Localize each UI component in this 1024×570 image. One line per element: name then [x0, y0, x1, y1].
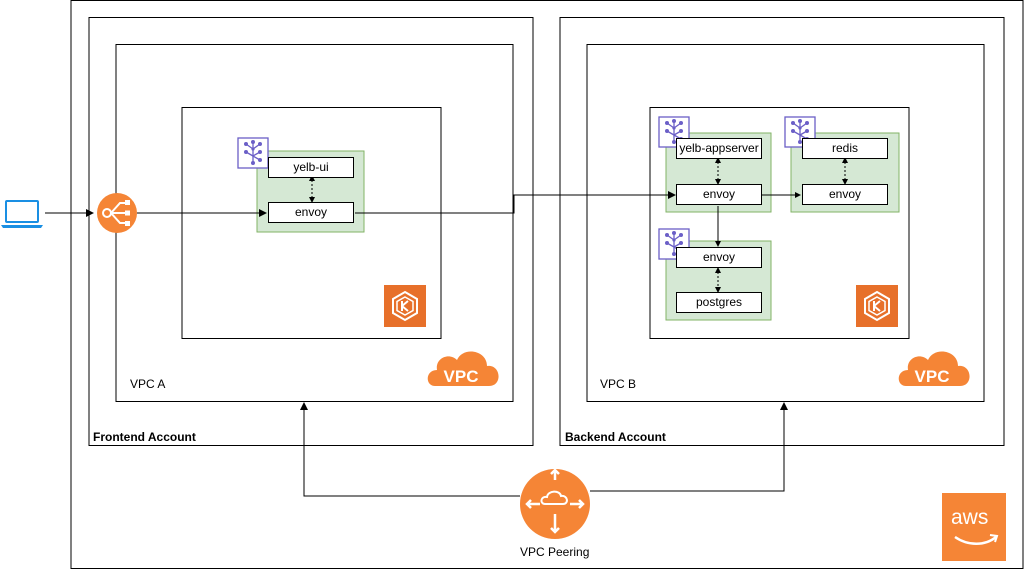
backend-account-box — [559, 17, 1005, 446]
envoy-redis-service: envoy — [802, 184, 888, 205]
backend-eks-cluster-box — [649, 107, 910, 339]
elastic-load-balancer-icon — [97, 193, 137, 233]
envoy-appserver-service: envoy — [676, 184, 762, 205]
vpc-cloud-icon — [898, 351, 970, 386]
vpc-cloud-icon — [427, 351, 499, 386]
peering-to-vpc-b-connector — [590, 402, 788, 492]
vpc-b-label: VPC B — [600, 377, 637, 391]
yelb-appserver-service: yelb-appserver — [676, 138, 762, 159]
redis-service: redis — [802, 138, 888, 159]
yelb-ui-service: yelb-ui — [268, 157, 354, 178]
aws-logo-text: aws — [951, 506, 989, 529]
vpc-peering-icon — [520, 468, 590, 539]
envoy-frontend-service: envoy — [268, 202, 354, 223]
vpc-a-label: VPC A — [130, 377, 166, 391]
aws-cloud-boundary — [70, 0, 1024, 569]
frontend-eks-cluster-box — [181, 107, 442, 339]
vpc-peering-label: VPC Peering — [520, 545, 590, 559]
frontend-account-box — [88, 17, 534, 446]
backend-account-label: Backend Account — [565, 430, 666, 444]
app-mesh-icon — [237, 137, 269, 169]
frontend-to-backend-connector — [355, 191, 676, 214]
postgres-service: postgres — [676, 292, 762, 313]
vpc-b-box — [586, 44, 985, 402]
frontend-account-label: Frontend Account — [93, 430, 196, 444]
envoy-postgres-service: envoy — [676, 247, 762, 268]
eks-icon — [855, 284, 899, 328]
peering-to-vpc-a-connector — [300, 402, 520, 497]
eks-icon — [383, 284, 427, 328]
aws-logo — [942, 493, 1006, 561]
laptop-icon — [1, 200, 43, 228]
